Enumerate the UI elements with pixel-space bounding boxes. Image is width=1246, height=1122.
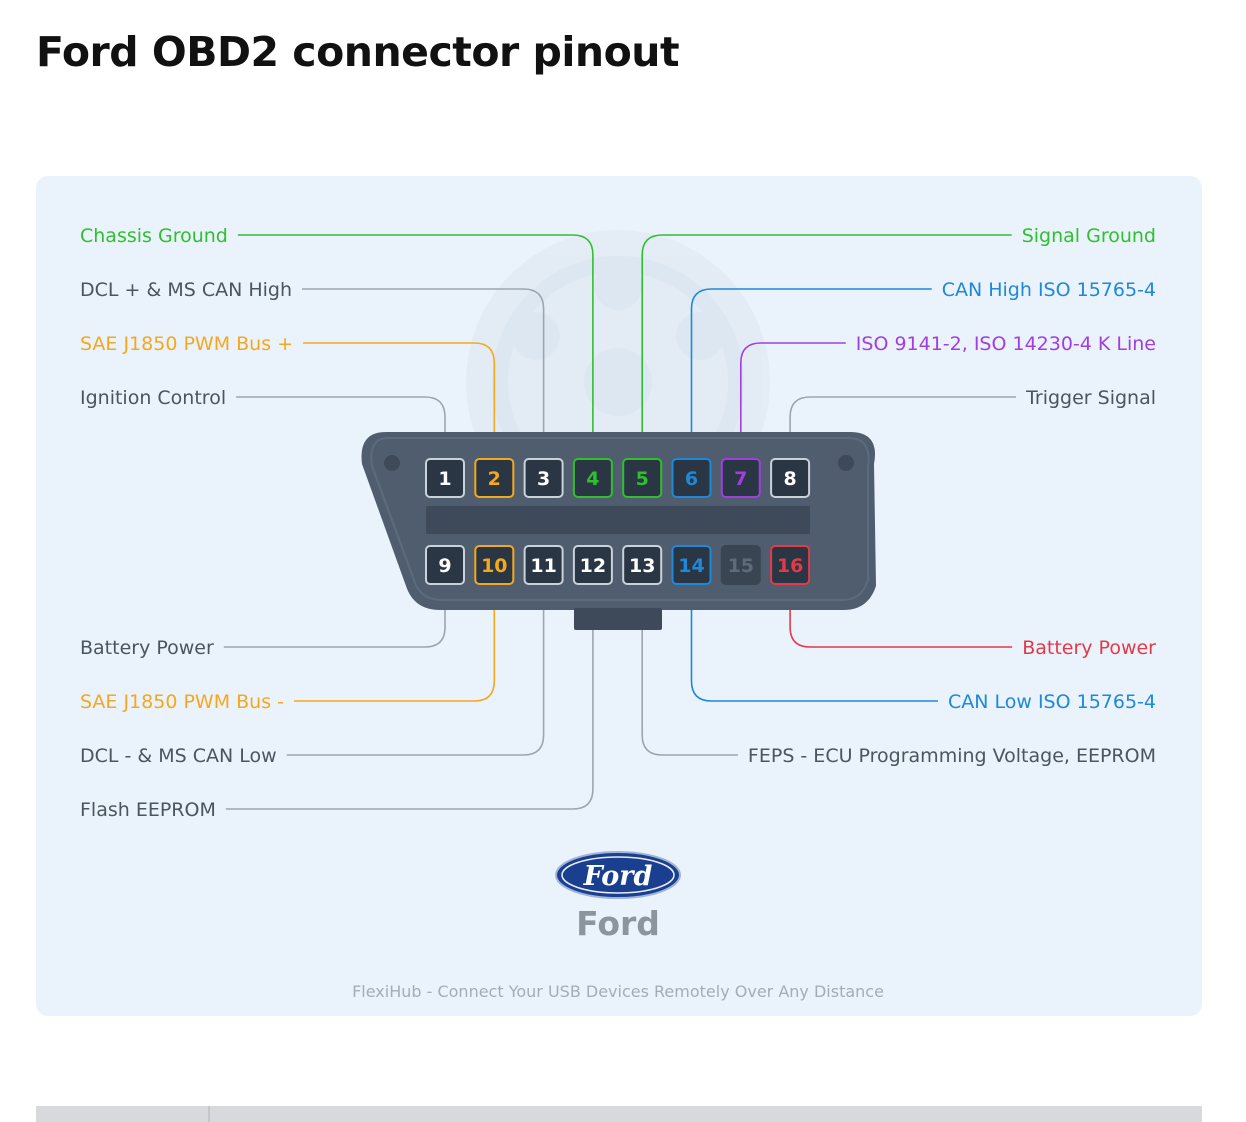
pin-9-box — [425, 545, 465, 585]
connector-rim — [370, 437, 870, 601]
connector-tab — [574, 608, 662, 630]
pin-6-box — [671, 458, 712, 498]
pin-11: 11 — [523, 545, 564, 585]
brand-name: Ford — [576, 904, 660, 943]
pin-16-box — [770, 545, 811, 585]
pin-2-box — [474, 458, 515, 498]
connector-screw-right — [838, 455, 854, 471]
connector-screw-left — [384, 455, 400, 471]
label-top-left-pin-1: Ignition Control — [80, 387, 226, 409]
label-bottom-left-pin-12: Flash EEPROM — [80, 799, 216, 821]
wire-pin-10 — [294, 584, 496, 702]
wire-pin-12 — [225, 584, 594, 810]
pin-4: 4 — [572, 458, 613, 498]
label-top-left-pin-2: SAE J1850 PWM Bus + — [80, 333, 293, 355]
pin-13-box — [622, 545, 663, 585]
connector-center-rail — [426, 506, 810, 534]
pin-10: 10 — [474, 545, 515, 585]
wire-pin-1 — [236, 396, 446, 459]
pin-3-number: 3 — [537, 468, 550, 490]
pin-12-box — [572, 545, 613, 585]
pin-3-box — [523, 458, 564, 498]
pin-13-number: 13 — [629, 555, 655, 577]
pin-6-number: 6 — [685, 468, 698, 490]
label-top-left-pin-4: Chassis Ground — [80, 225, 228, 247]
table-header-divider — [208, 1106, 210, 1122]
pin-10-box — [474, 545, 515, 585]
label-top-right-pin-5: Signal Ground — [1022, 225, 1156, 247]
ford-logo: Ford — [555, 851, 681, 899]
pin-3: 3 — [523, 458, 564, 498]
pin-6: 6 — [671, 458, 712, 498]
pin-9: 9 — [425, 545, 465, 585]
pin-16: 16 — [770, 545, 811, 585]
label-bottom-right-pin-13: FEPS - ECU Programming Voltage, EEPROM — [748, 745, 1156, 767]
pin-12-number: 12 — [580, 555, 606, 577]
label-bottom-left-pin-9: Battery Power — [80, 637, 214, 659]
pin-5-box — [622, 458, 663, 498]
label-top-right-pin-7: ISO 9141-2, ISO 14230-4 K Line — [856, 333, 1156, 355]
pinout-table-header — [36, 1106, 1202, 1122]
wire-pin-3 — [302, 288, 545, 459]
pin-2-number: 2 — [488, 468, 501, 490]
pin-2: 2 — [474, 458, 515, 498]
wire-pin-9 — [223, 584, 446, 648]
wire-pin-11 — [286, 584, 545, 756]
label-bottom-left-pin-10: SAE J1850 PWM Bus - — [80, 691, 284, 713]
pin-15-box — [720, 545, 761, 585]
pin-7-box — [720, 458, 761, 498]
diagram-footer: FlexiHub - Connect Your USB Devices Remo… — [352, 982, 884, 1001]
wire-pin-7 — [740, 342, 846, 459]
pin-9-number: 9 — [438, 555, 451, 577]
wire-pin-8 — [789, 396, 1017, 459]
pin-5-number: 5 — [636, 468, 649, 490]
wire-pin-2 — [303, 342, 496, 459]
wire-pin-5 — [641, 234, 1012, 459]
pin-11-number: 11 — [530, 555, 556, 577]
pin-4-number: 4 — [586, 468, 599, 490]
wire-pin-13 — [641, 584, 738, 756]
wire-pin-14 — [690, 584, 938, 702]
wire-layer — [223, 234, 1017, 810]
pin-14-box — [671, 545, 712, 585]
pin-5: 5 — [622, 458, 663, 498]
ford-logo-script: Ford — [583, 861, 653, 892]
pin-7: 7 — [720, 458, 761, 498]
pin-10-number: 10 — [481, 555, 507, 577]
pin-8-box — [770, 458, 811, 498]
pin-8: 8 — [770, 458, 811, 498]
wire-pin-6 — [690, 288, 932, 459]
page-title: Ford OBD2 connector pinout — [36, 28, 680, 76]
label-bottom-right-pin-14: CAN Low ISO 15765-4 — [948, 691, 1156, 713]
label-bottom-left-pin-11: DCL - & MS CAN Low — [80, 745, 277, 767]
pin-13: 13 — [622, 545, 663, 585]
ford-logo-oval — [555, 851, 681, 899]
pin-14-number: 14 — [678, 555, 704, 577]
pin-12: 12 — [572, 545, 613, 585]
wire-pin-16 — [789, 584, 1013, 648]
pin-11-box — [523, 545, 564, 585]
pin-1: 1 — [425, 458, 465, 498]
pin-4-box — [572, 458, 613, 498]
pin-15: 15 — [720, 545, 761, 585]
label-bottom-right-pin-16: Battery Power — [1022, 637, 1156, 659]
pin-14: 14 — [671, 545, 712, 585]
label-top-left-pin-3: DCL + & MS CAN High — [80, 279, 292, 301]
pin-8-number: 8 — [783, 468, 796, 490]
pin-16-number: 16 — [777, 555, 803, 577]
pin-15-number: 15 — [728, 555, 754, 577]
wire-pin-4 — [237, 234, 594, 459]
pin-7-number: 7 — [734, 468, 747, 490]
label-top-right-pin-8: Trigger Signal — [1025, 387, 1156, 409]
pin-1-number: 1 — [438, 468, 451, 490]
label-top-right-pin-6: CAN High ISO 15765-4 — [942, 279, 1156, 301]
pin-1-box — [425, 458, 465, 498]
